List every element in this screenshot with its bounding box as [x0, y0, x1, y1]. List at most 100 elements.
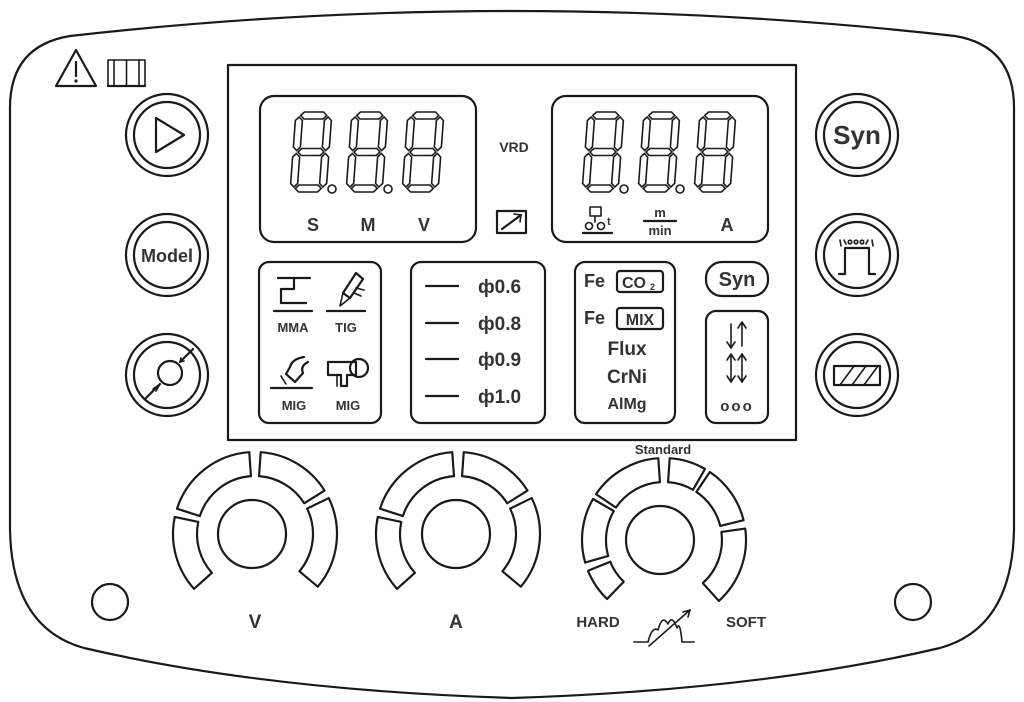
segment-a-0 [591, 111, 620, 120]
inductance-scale-segment-3 [666, 457, 707, 491]
syn-button-label: Syn [833, 120, 881, 150]
inductance-standard-label: Standard [635, 442, 691, 457]
arc-force-icon [495, 209, 528, 235]
segment-e-0 [581, 152, 593, 189]
segment-f-1 [348, 115, 360, 152]
hatched-box-icon [832, 364, 882, 387]
display-window [226, 63, 798, 442]
warning-triangle-icon [54, 48, 98, 88]
manual-book-icon [106, 59, 147, 88]
mig-spool-label: MIG [336, 398, 361, 413]
segment-a-2 [411, 111, 440, 120]
left-unit-m: M [361, 215, 376, 235]
trigger-mode-box: ooo [704, 309, 770, 425]
current-knob[interactable]: A [374, 451, 542, 633]
voltage-scale-segment-1 [175, 451, 253, 518]
wire-inch-icon [144, 347, 195, 400]
wire-size-0: ф0.6 [478, 277, 521, 298]
hotstart-button[interactable] [814, 332, 900, 418]
mma-icon [272, 276, 314, 313]
inductance-scale-segment-2 [594, 457, 662, 509]
current-knob-label: A [449, 612, 463, 633]
segment-f-0 [584, 115, 596, 152]
segment-d-2 [406, 184, 435, 193]
inductance-arc-icon [633, 609, 695, 647]
wire-size-1: ф0.8 [478, 314, 521, 335]
segment-c-1 [666, 152, 678, 189]
inductance-scale-segment-4 [695, 470, 745, 528]
wire-size-2: ф0.9 [478, 350, 521, 371]
current-scale-segment-0 [374, 515, 416, 590]
segment-f-2 [696, 115, 708, 152]
segment-e-1 [345, 152, 357, 189]
voltage-knob[interactable]: V [171, 451, 339, 633]
syn-indicator: Syn [704, 260, 770, 298]
segment-d-2 [698, 184, 727, 193]
segment-c-0 [610, 152, 622, 189]
segment-f-2 [404, 115, 416, 152]
wire-inch-button[interactable] [124, 332, 210, 418]
current-scale-segment-2 [460, 451, 529, 505]
play-button[interactable] [124, 92, 210, 178]
voltage-scale [171, 451, 339, 590]
segment-f-1 [640, 115, 652, 152]
right-unit-min: min [648, 223, 671, 238]
crni-label: CrNi [607, 367, 647, 388]
voltage-scale-segment-0 [171, 515, 213, 590]
tig-torch-icon [325, 271, 367, 313]
segment-c-0 [318, 152, 330, 189]
flux-label: Flux [607, 339, 646, 360]
play-icon [154, 116, 186, 154]
mounting-hole-left [90, 582, 130, 622]
svg-text:t: t [607, 216, 611, 228]
fe-co2-prefix: Fe [584, 271, 605, 291]
wire-diameter-box: ф0.6 ф0.8 ф0.9 ф1.0 [409, 260, 547, 425]
inductance-scale-segment-5 [701, 527, 748, 603]
two-step-icon [726, 321, 747, 349]
fe-mix-prefix: Fe [584, 308, 605, 328]
decimal-point-0 [327, 184, 337, 194]
wire-feed-icon: t [581, 206, 614, 235]
inductance-knob[interactable]: Standard HARD SOFT [574, 440, 769, 647]
segment-e-2 [693, 152, 705, 189]
co2-label: CO [622, 275, 646, 292]
segment-g-2 [700, 147, 730, 157]
segment-b-0 [613, 115, 625, 152]
voltage-knob-label: V [249, 612, 262, 633]
co2-box [615, 269, 665, 294]
mix-label: MIX [626, 312, 655, 329]
left-digits [289, 111, 445, 194]
voltage-scale-segment-2 [257, 451, 326, 505]
mix-box [615, 306, 665, 331]
trigger-mode-button[interactable] [814, 212, 900, 298]
model-button-label: Model [141, 246, 193, 266]
right-digits [581, 111, 737, 194]
inductance-hard-label: HARD [576, 614, 619, 631]
segment-b-2 [433, 115, 445, 152]
decimal-point-1 [383, 184, 393, 194]
segment-e-1 [637, 152, 649, 189]
mig-label: MIG [282, 398, 307, 413]
model-button[interactable]: Model [124, 212, 210, 298]
syn-button[interactable]: Syn [814, 92, 900, 178]
co2-subscript: 2 [650, 282, 655, 292]
segment-d-0 [294, 184, 323, 193]
right-unit-m: m [654, 205, 666, 220]
left-unit-s: S [307, 215, 319, 235]
segment-a-1 [647, 111, 676, 120]
segment-a-2 [703, 111, 732, 120]
wire-size-3: ф1.0 [478, 387, 521, 408]
segment-b-2 [725, 115, 737, 152]
panel-outline [8, 9, 1016, 700]
inductance-scale [580, 457, 748, 603]
segment-g-0 [588, 147, 618, 157]
segment-b-0 [321, 115, 333, 152]
trigger-dots: ooo [720, 398, 754, 415]
segment-g-1 [644, 147, 674, 157]
segment-e-0 [289, 152, 301, 189]
segment-a-1 [355, 111, 384, 120]
segment-e-2 [401, 152, 413, 189]
right-unit-a: A [721, 215, 734, 235]
left-display: S M V [258, 94, 478, 244]
